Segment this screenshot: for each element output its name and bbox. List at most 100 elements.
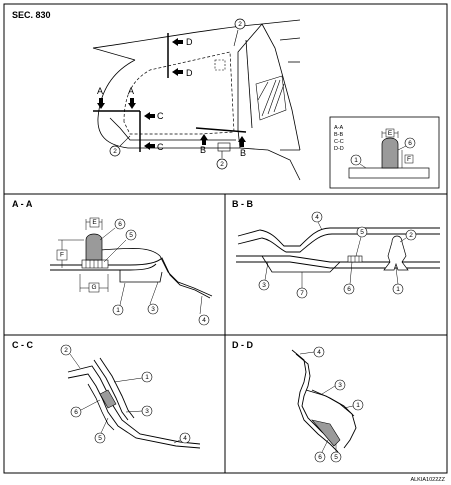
legend-callout-1: 1 [354,157,358,164]
legend-sealant-bead [381,137,399,169]
legend-view-bb: B-B [334,132,344,138]
section-marker-a: A A [93,86,140,112]
svg-text:3: 3 [151,306,155,313]
cc-glass-inner [93,359,129,421]
clip-location [214,59,226,71]
bb-glass-lower [236,261,440,269]
marker-b-left: B [200,145,206,155]
overview-callout-2b: 2 [109,135,131,157]
bb-callout-6: 6 [343,261,355,295]
svg-text:2: 2 [409,232,413,239]
dd-callout-6: 6 [314,439,329,463]
bb-clip [383,235,409,271]
aa-dim-g: G [91,284,96,291]
dd-garnish-inner [295,353,335,443]
marker-a-right: A [128,86,134,96]
marker-a-left: A [97,86,103,96]
aa-panel-1 [119,270,163,283]
svg-text:6: 6 [318,454,322,461]
dd-glass-inner [311,389,355,417]
marker-c-bottom: C [157,142,164,152]
dd-callout-3: 3 [321,379,346,395]
bb-callout-1: 1 [392,267,404,295]
svg-text:2: 2 [64,347,68,354]
bb-callout-3: 3 [258,261,270,291]
cc-garnish [67,365,201,445]
svg-text:1: 1 [396,286,400,293]
legend-view-cc: C-C [334,139,344,145]
aa-callout-4: 4 [198,295,210,326]
section-bb-panel: B - B 4 5 2 3 [232,199,440,299]
legend-dim-f: F [407,156,411,163]
aa-dim-e: E [92,219,97,226]
cc-callout-4: 4 [173,432,191,444]
legend-inset: A-A B-B C-C D-D E F 1 6 [329,116,440,189]
cc-sealant [99,389,117,409]
svg-text:2: 2 [113,148,117,155]
svg-text:5: 5 [129,232,133,239]
cc-callout-1: 1 [113,371,153,383]
cc-callout-2: 2 [60,344,81,369]
svg-text:5: 5 [98,435,102,442]
legend-base-part [348,167,430,179]
dd-callout-4: 4 [299,346,325,358]
svg-text:4: 4 [183,435,187,442]
section-dd-title: D - D [232,340,253,350]
legend-view-dd: D-D [334,146,344,152]
svg-text:6: 6 [347,286,351,293]
svg-text:2: 2 [220,161,224,168]
aa-callout-5: 5 [103,229,137,263]
svg-text:4: 4 [202,317,206,324]
section-aa-panel: A - A E F G 6 [12,199,213,326]
svg-text:4: 4 [315,214,319,221]
bb-garnish [237,227,440,247]
svg-text:7: 7 [300,290,304,297]
section-cc-panel: C - C 2 1 6 3 5 [12,340,201,449]
aa-callout-6: 6 [99,218,126,241]
aa-callout-3: 3 [147,281,159,315]
section-bb-title: B - B [232,199,253,209]
section-marker-d: D D [167,33,193,78]
svg-text:5: 5 [334,454,338,461]
vehicle-outline [92,19,301,181]
cc-callout-3: 3 [125,405,153,417]
svg-text:4: 4 [317,349,321,356]
section-label: SEC. 830 [12,10,51,20]
cc-callout-6: 6 [70,399,101,418]
dd-sealant [311,419,341,447]
cc-garnish-lower [67,373,201,449]
overview-panel: SEC. 830 [12,10,440,189]
svg-text:1: 1 [116,307,120,314]
legend-dim-e: E [388,130,393,137]
marker-b-right: B [240,148,246,158]
figure-id: ALKIA1022ZZ [410,477,445,483]
section-dd-panel: D - D 4 3 1 6 5 [232,340,364,463]
svg-text:3: 3 [338,382,342,389]
aa-glass [50,263,157,271]
overview-callout-2a: 2 [233,18,246,47]
aa-body-panel [50,257,211,299]
cc-callout-5: 5 [94,417,109,444]
svg-text:2: 2 [238,21,242,28]
svg-text:5: 5 [360,229,364,236]
section-marker-c: C C [139,111,164,152]
bb-panel [261,255,341,273]
legend-view-aa: A-A [334,125,344,131]
bb-callout-7: 7 [296,272,308,299]
bb-callout-4: 4 [311,211,323,231]
svg-text:1: 1 [145,374,149,381]
cc-panel [87,383,115,431]
aa-dim-f: F [60,252,64,259]
svg-text:3: 3 [145,408,149,415]
section-aa-title: A - A [12,199,33,209]
marker-c-top: C [157,111,164,121]
aa-callout-1: 1 [112,282,126,316]
svg-text:1: 1 [356,402,360,409]
bb-callout-5: 5 [355,226,368,257]
svg-text:3: 3 [262,282,266,289]
svg-text:6: 6 [118,221,122,228]
section-cc-title: C - C [12,340,33,350]
garnish-hatch [255,75,287,121]
